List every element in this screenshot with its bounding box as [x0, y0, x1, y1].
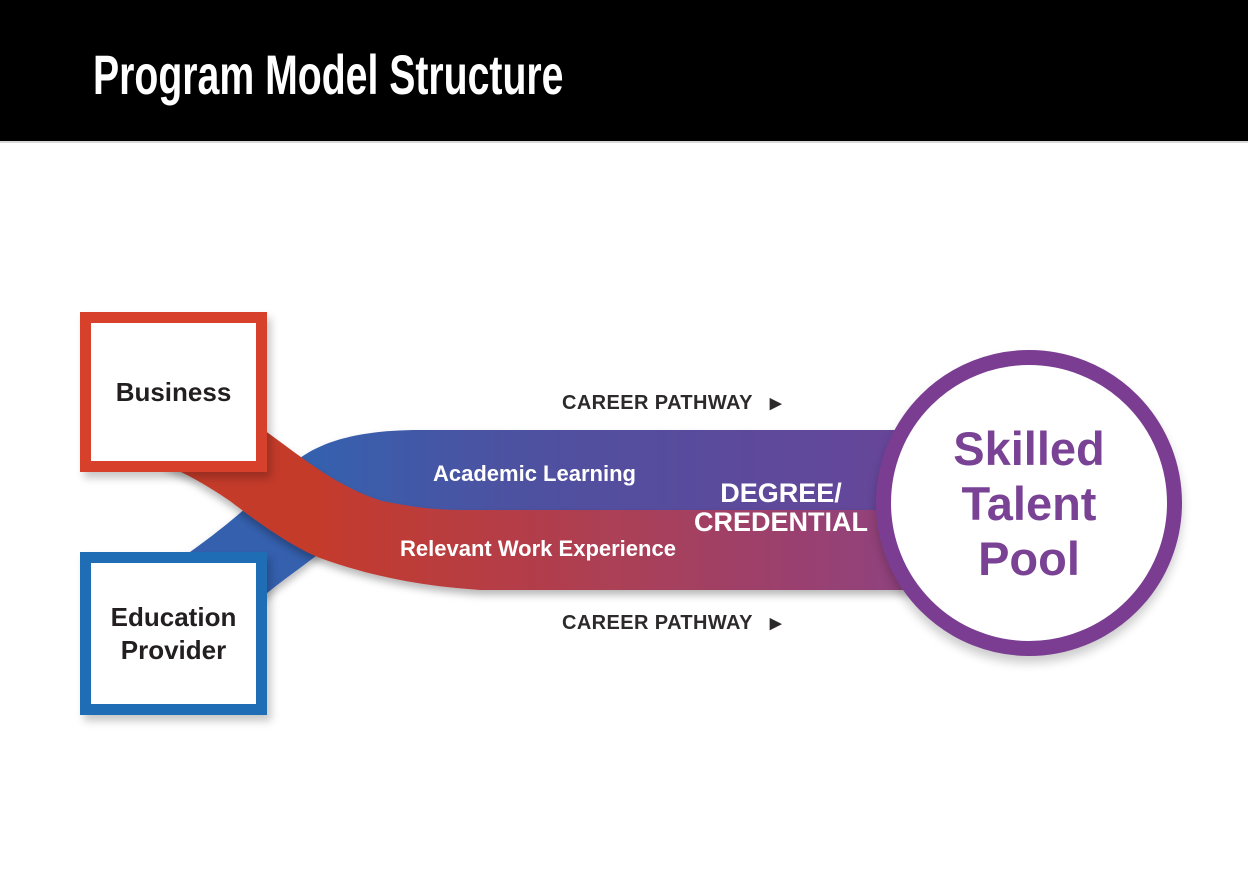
talent-pool-label-line2: Talent: [961, 476, 1097, 530]
page-title: Program Model Structure: [93, 47, 765, 103]
right-arrow-icon: ▶: [769, 395, 782, 412]
work-band-ribbon: [165, 420, 940, 590]
business-box: Business: [80, 312, 267, 472]
talent-pool-label-line3: Pool: [978, 531, 1080, 585]
degree-credential-line1: DEGREE/: [720, 478, 842, 508]
career-pathway-bottom: CAREER PATHWAY ▶: [562, 612, 782, 635]
education-box: Education Provider: [80, 552, 267, 715]
career-pathway-top-label: CAREER PATHWAY: [562, 392, 753, 414]
degree-credential-line2: CREDENTIAL: [694, 507, 868, 537]
page-title-text: Program Model Structure: [93, 43, 564, 106]
academic-band-label: Academic Learning: [433, 461, 636, 486]
career-pathway-bottom-label: CAREER PATHWAY: [562, 612, 753, 634]
career-pathway-top: CAREER PATHWAY ▶: [562, 392, 782, 415]
work-band-label: Relevant Work Experience: [400, 536, 676, 561]
education-box-label-line1: Education: [110, 601, 237, 632]
talent-pool-circle: Skilled Talent Pool: [876, 350, 1182, 656]
right-arrow-icon: ▶: [769, 615, 782, 632]
education-box-label-line2: Provider: [120, 634, 227, 665]
header-bar: Program Model Structure: [0, 0, 1248, 143]
degree-credential-label: DEGREE/ CREDENTIAL: [694, 479, 868, 537]
talent-pool-label-line1: Skilled: [953, 421, 1105, 475]
business-box-label: Business: [115, 376, 232, 407]
